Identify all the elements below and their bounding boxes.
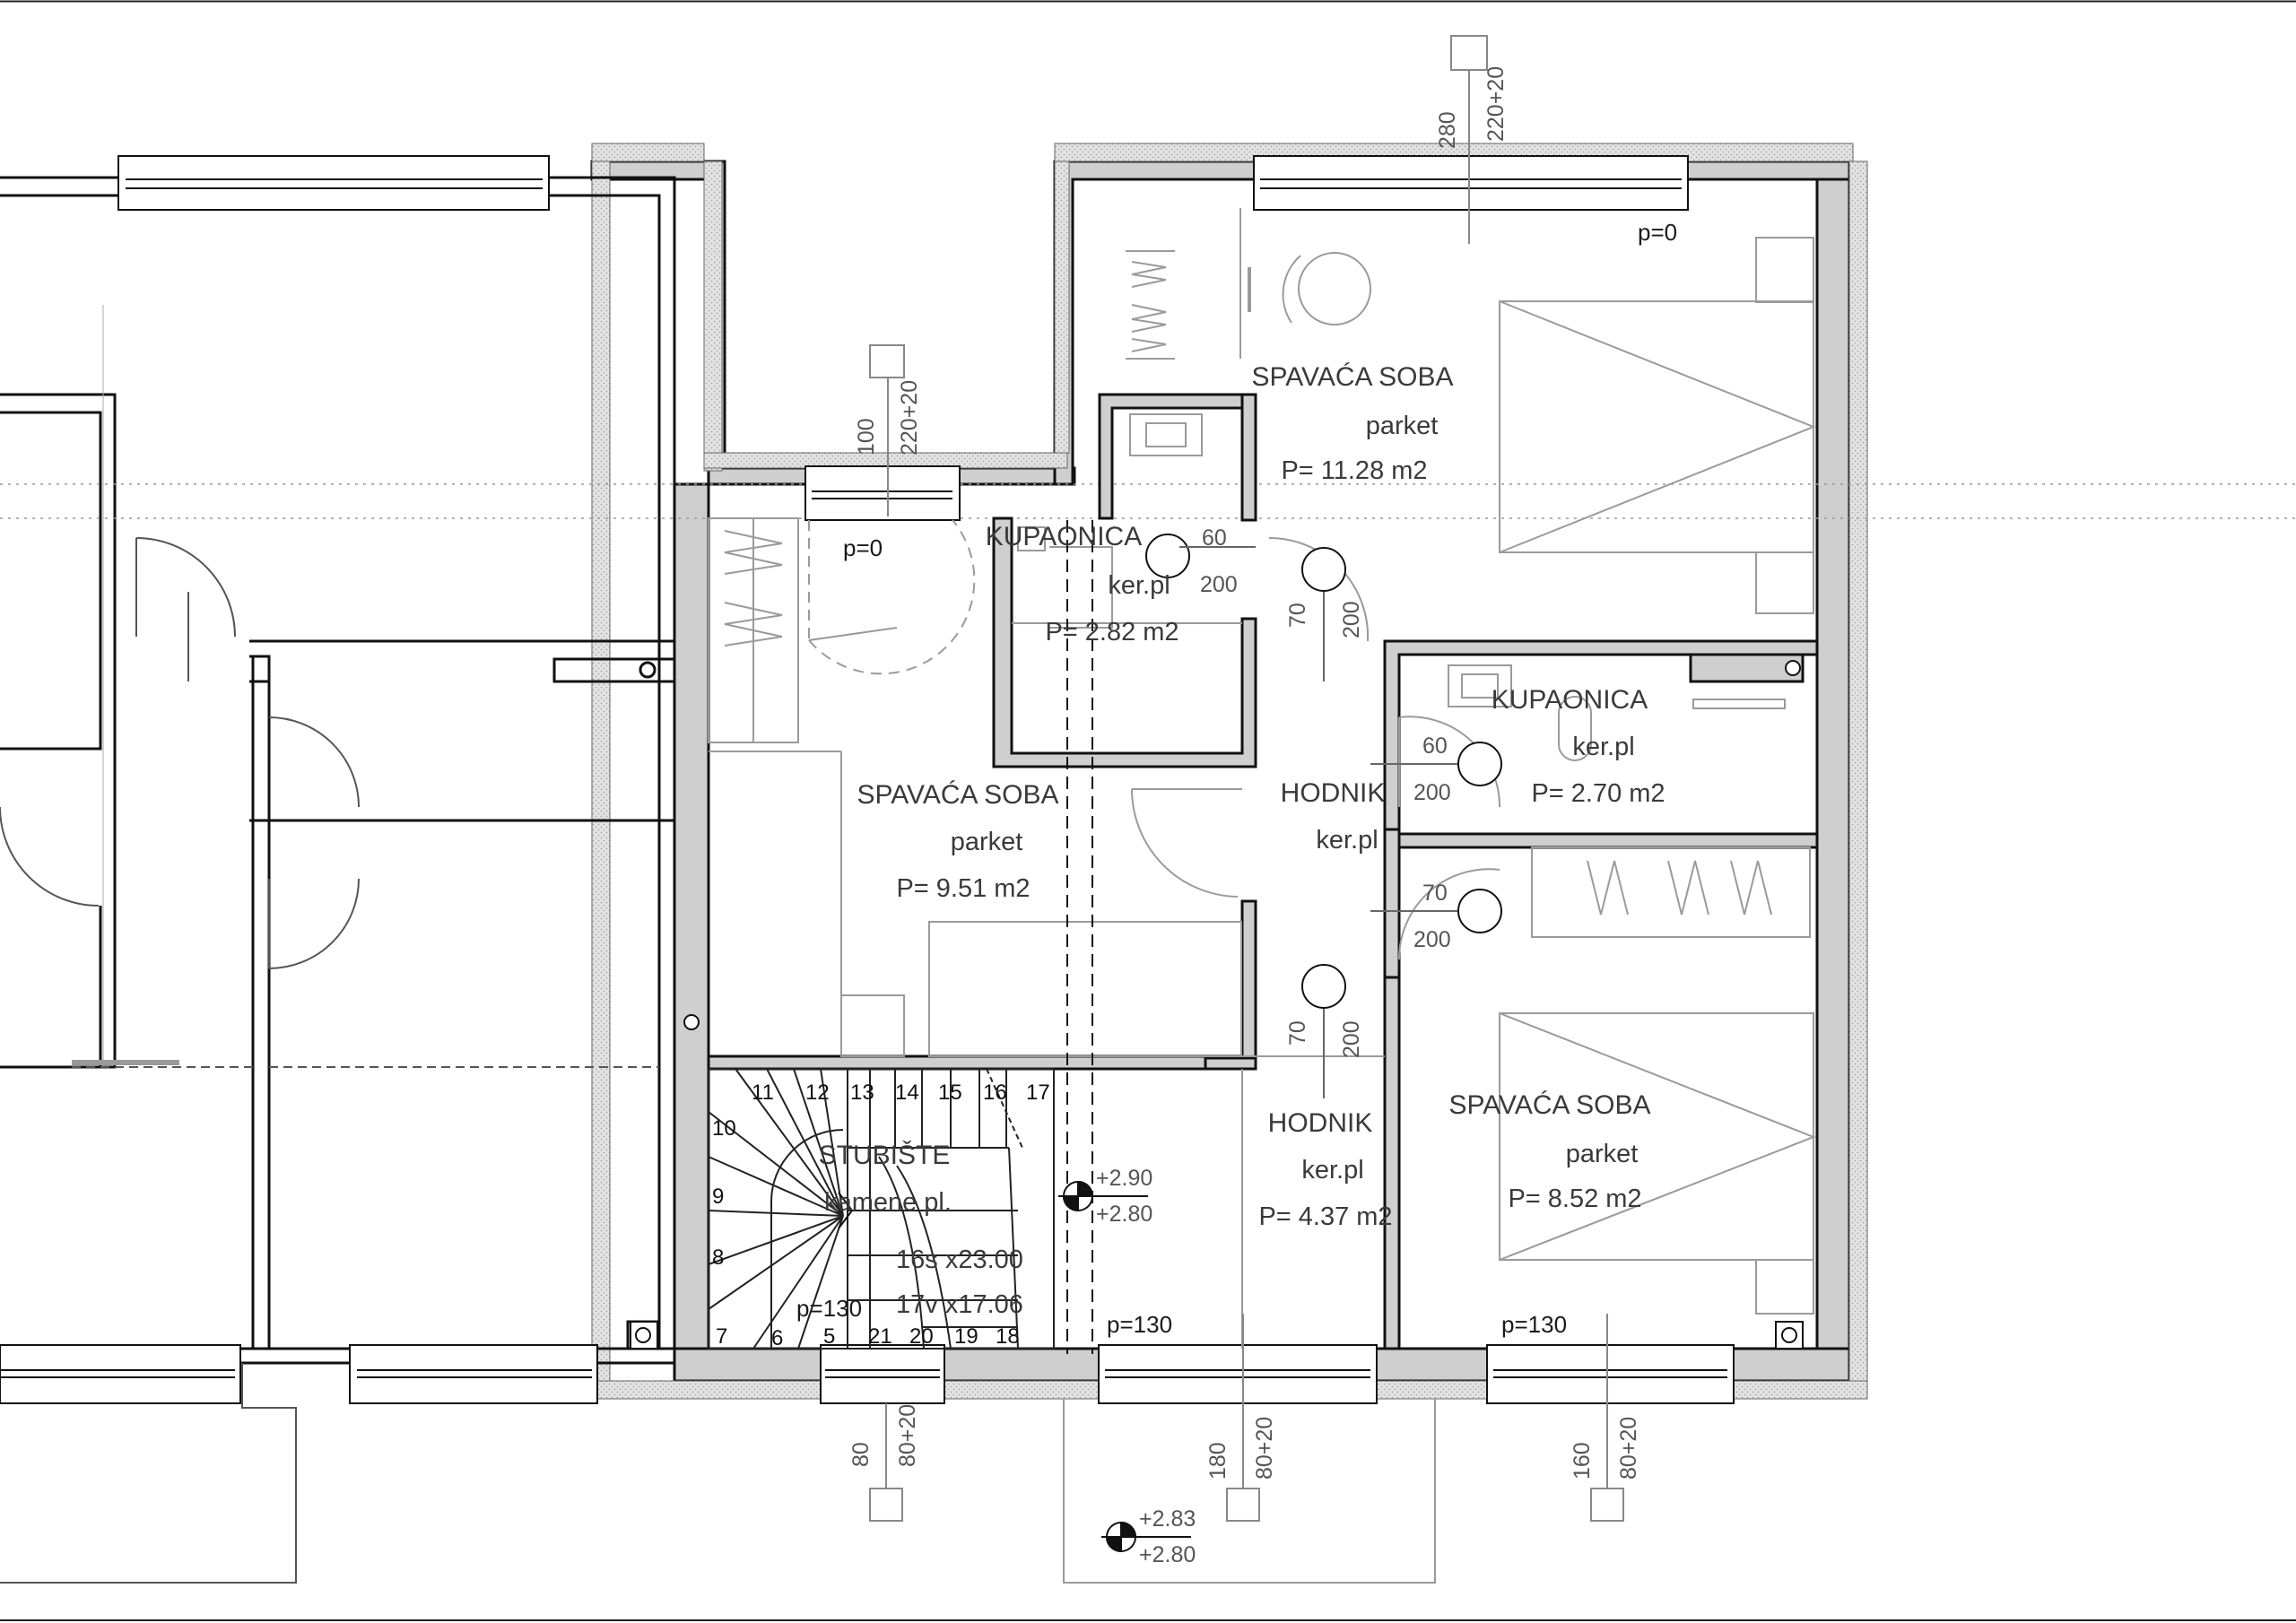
room-bed-w-floor: parket — [951, 828, 1023, 856]
windows — [0, 155, 1735, 1404]
room-stair-name: STUBIŠTE — [819, 1140, 951, 1170]
dashed-lines — [1066, 520, 1093, 1354]
door-2-width: 70 — [1285, 603, 1310, 628]
dimension-markers — [869, 35, 1624, 1522]
door-1-width: 60 — [1202, 525, 1227, 551]
step-number: 11 — [752, 1081, 774, 1105]
step-number: 16 — [983, 1081, 1007, 1105]
step-number: 15 — [938, 1081, 962, 1105]
window-bot-stair-height: 80+20 — [895, 1404, 920, 1467]
door-4-width: 70 — [1422, 881, 1448, 906]
room-hall-upper-name: HODNIK — [1281, 778, 1386, 808]
step-number: 12 — [805, 1081, 830, 1105]
level-hall-bottom: +2.80 — [1096, 1202, 1152, 1227]
exterior-walls — [590, 160, 1851, 1383]
level-balcony-bottom: +2.80 — [1139, 1542, 1196, 1567]
stair-tread: 17v x17.06 — [896, 1290, 1023, 1319]
door-5-width: 70 — [1285, 1020, 1310, 1046]
step-number: 17 — [1026, 1081, 1050, 1105]
window-bot-stair-width: 80 — [848, 1442, 874, 1467]
window-top-right-width: 280 — [1435, 111, 1460, 149]
window-bot-hall-height: 80+20 — [1252, 1417, 1277, 1480]
room-bed-se-floor: parket — [1566, 1140, 1639, 1168]
room-hall-lower-name: HODNIK — [1268, 1108, 1373, 1138]
wall-insulation — [591, 143, 1868, 1400]
level-markers — [1058, 1180, 1191, 1553]
window-bot-right-sill: p=130 — [1501, 1311, 1567, 1338]
left-unit-walls — [0, 176, 676, 1365]
room-bed-se-area: P= 8.52 m2 — [1508, 1185, 1641, 1213]
furniture — [708, 208, 1816, 1584]
room-bath-n-area: P= 2.82 m2 — [1045, 618, 1178, 647]
step-number: 8 — [712, 1245, 724, 1270]
level-balcony-top: +2.83 — [1139, 1506, 1196, 1532]
window-bot-right-width: 160 — [1570, 1442, 1595, 1480]
window-bot-hall-width: 180 — [1205, 1442, 1231, 1480]
window-top-right-height: 220+20 — [1483, 66, 1509, 142]
door-5-height: 200 — [1339, 1020, 1364, 1058]
stair-step-numbers: 7 6 5 8 9 10 11 12 13 14 15 16 17 18 19 … — [712, 1081, 1050, 1350]
window-bot-hall-sill: p=130 — [1107, 1311, 1172, 1338]
room-bath-e-name: KUPAONICA — [1492, 685, 1648, 715]
door-3-height: 200 — [1413, 780, 1451, 805]
room-bath-e-floor: ker.pl — [1572, 733, 1634, 761]
room-bed-w-area: P= 9.51 m2 — [896, 874, 1030, 903]
door-markers — [1145, 534, 1502, 1098]
room-bed-ne-floor: parket — [1366, 412, 1439, 440]
step-number: 5 — [823, 1324, 835, 1349]
door-1-height: 200 — [1200, 572, 1238, 597]
left-unit-openings — [0, 305, 659, 1584]
step-number: 6 — [771, 1326, 783, 1350]
step-number: 20 — [909, 1324, 934, 1349]
window-top-mid-sill: p=0 — [843, 534, 883, 561]
step-number: 18 — [996, 1324, 1020, 1349]
room-hall-lower-area: P= 4.37 m2 — [1258, 1202, 1392, 1231]
room-bed-ne-area: P= 11.28 m2 — [1281, 456, 1427, 485]
window-bot-stair-sill: p=130 — [796, 1295, 862, 1322]
door-3-width: 60 — [1422, 733, 1448, 759]
room-bath-n-floor: ker.pl — [1108, 571, 1170, 600]
room-hall-upper-floor: ker.pl — [1316, 826, 1378, 855]
step-number: 13 — [850, 1081, 874, 1105]
step-number: 7 — [716, 1324, 727, 1349]
step-number: 10 — [712, 1116, 736, 1141]
room-hall-lower-floor: ker.pl — [1301, 1156, 1363, 1185]
room-bath-n-name: KUPAONICA — [986, 522, 1142, 551]
window-top-mid-height: 220+20 — [897, 380, 922, 456]
door-4-height: 200 — [1413, 927, 1451, 952]
stair-rise: 16s x23.00 — [896, 1245, 1023, 1274]
step-number: 19 — [954, 1324, 978, 1349]
staircase — [708, 1068, 1055, 1350]
room-stair-floor: kamene pl. — [824, 1188, 952, 1217]
window-top-mid-width: 100 — [854, 418, 879, 456]
window-top-right-sill: p=0 — [1638, 219, 1677, 246]
room-bath-e-area: P= 2.70 m2 — [1531, 779, 1665, 808]
room-bed-ne-name: SPAVAĆA SOBA — [1251, 362, 1453, 392]
room-bed-se-name: SPAVAĆA SOBA — [1448, 1090, 1650, 1120]
step-number: 9 — [712, 1185, 724, 1209]
room-bed-w-name: SPAVAĆA SOBA — [857, 780, 1058, 810]
step-number: 21 — [868, 1324, 892, 1349]
door-2-height: 200 — [1339, 601, 1364, 638]
step-number: 14 — [895, 1081, 919, 1105]
window-bot-right-height: 80+20 — [1616, 1417, 1641, 1480]
level-hall-top: +2.90 — [1096, 1166, 1152, 1191]
